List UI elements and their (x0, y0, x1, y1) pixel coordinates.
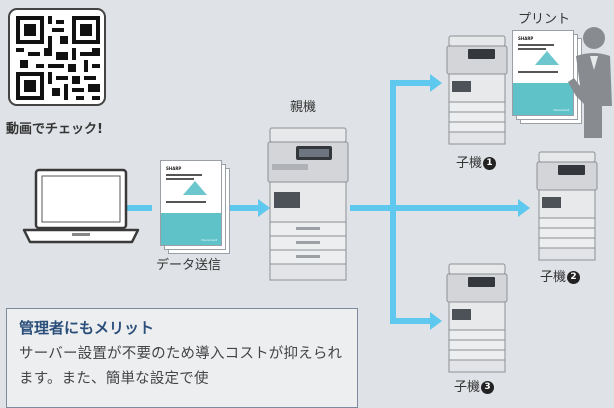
doc-brand: SHARP (166, 166, 182, 171)
arrow-laptop-docs (124, 205, 152, 211)
arrow-parent-hub (350, 205, 522, 211)
arrow-branch-top (390, 80, 432, 86)
document-icon: SHARP Document (160, 160, 222, 246)
info-body: サーバー設置が不要のため導入コストが抑えられます。また、簡単な設定で使 (19, 346, 343, 387)
merit-info-box: 管理者にもメリット サーバー設置が不要のため導入コストが抑えられます。また、簡単… (6, 308, 358, 408)
document-stack-send: SHARP Document (160, 160, 230, 256)
laptop-icon (22, 168, 140, 244)
number-badge-1: 1 (483, 157, 497, 170)
label-data-send: データ送信 (156, 258, 222, 273)
arrow-docs-parent (230, 205, 262, 211)
doc-brand-print: SHARP (518, 36, 534, 41)
printer-parent (266, 124, 350, 284)
label-parent: 親機 (290, 100, 317, 115)
printer-child-2 (536, 150, 598, 262)
printer-child-3 (446, 262, 508, 374)
number-badge-3: 3 (481, 381, 495, 394)
printer-icon (446, 263, 508, 373)
document-stack-print: SHARP Document (512, 30, 582, 126)
printer-icon (536, 151, 598, 261)
document-icon: SHARP Document (512, 30, 574, 116)
doc-footer: Document (201, 238, 217, 242)
label-child-2-text: 子機 (540, 270, 567, 285)
doc-footer-print: Document (553, 108, 569, 112)
label-print: プリント (518, 12, 571, 27)
label-child-3-text: 子機 (454, 380, 481, 395)
printer-icon (446, 35, 508, 145)
diagram-stage: 動画でチェック! SHARP Document データ送信 親機 (6, 8, 612, 408)
info-title: 管理者にもメリット (19, 319, 155, 337)
qr-code[interactable] (8, 8, 106, 106)
number-badge-2: 2 (567, 271, 581, 284)
printer-icon (267, 127, 349, 281)
label-child-1-text: 子機 (456, 156, 483, 171)
flow-arrows (124, 74, 530, 330)
arrow-branch-vertical (390, 80, 396, 324)
qr-caption: 動画でチェック! (6, 122, 103, 137)
arrowhead-child1 (430, 74, 442, 92)
qr-code-icon (16, 16, 100, 100)
arrowhead-parent (258, 199, 270, 217)
person-icon (568, 27, 612, 138)
arrowhead-child3 (430, 312, 442, 330)
arrow-branch-bottom (390, 318, 432, 324)
printer-child-1 (446, 34, 508, 146)
arrowhead-child2 (518, 199, 530, 217)
